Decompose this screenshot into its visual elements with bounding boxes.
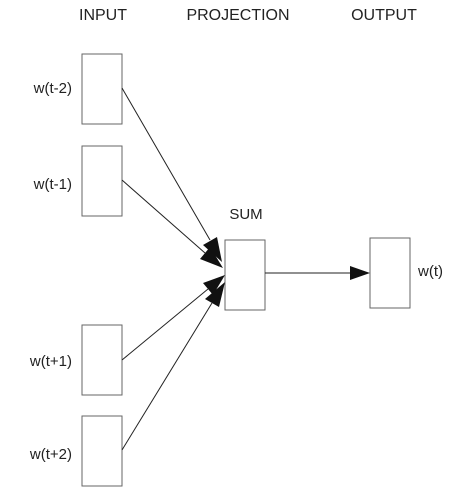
sum-label: SUM: [229, 206, 262, 223]
input-box: [81, 145, 123, 217]
projection-node: SUM: [224, 206, 266, 311]
arrowhead-icon: [203, 275, 225, 295]
edge-input-t-2-to-sum: [121, 87, 222, 262]
edge-input-t+2-to-sum: [121, 282, 225, 451]
output-header: OUTPUT: [351, 7, 417, 24]
projection-box: [224, 239, 266, 311]
arrowhead-icon: [203, 237, 222, 262]
input-box: [81, 53, 123, 125]
input-header: INPUT: [79, 7, 127, 24]
input-box: [81, 415, 123, 487]
edge-input-t-1-to-sum: [121, 179, 223, 268]
input-node-t+2: w(t+2): [29, 415, 123, 487]
edge-line: [121, 302, 213, 451]
edge-line: [121, 87, 211, 241]
input-label: w(t-1): [33, 176, 72, 193]
input-box: [81, 324, 123, 396]
output-box: [369, 237, 411, 309]
input-node-t-1: w(t-1): [33, 145, 123, 217]
input-node-t+1: w(t+1): [29, 324, 123, 396]
output-label: w(t): [417, 263, 443, 280]
edge-line: [121, 288, 209, 361]
input-label: w(t+2): [29, 446, 72, 463]
output-node: w(t): [369, 237, 443, 309]
input-node-t-2: w(t-2): [33, 53, 123, 125]
input-label: w(t-2): [33, 80, 72, 97]
arrowhead-icon: [200, 247, 223, 268]
edge-line: [121, 179, 206, 254]
arrowhead-icon: [205, 282, 225, 307]
projection-header: PROJECTION: [186, 7, 289, 24]
input-label: w(t+1): [29, 353, 72, 370]
arrowhead-icon: [350, 266, 370, 280]
edge-input-t+1-to-sum: [121, 275, 225, 361]
edge-sum-to-output: [265, 266, 370, 280]
